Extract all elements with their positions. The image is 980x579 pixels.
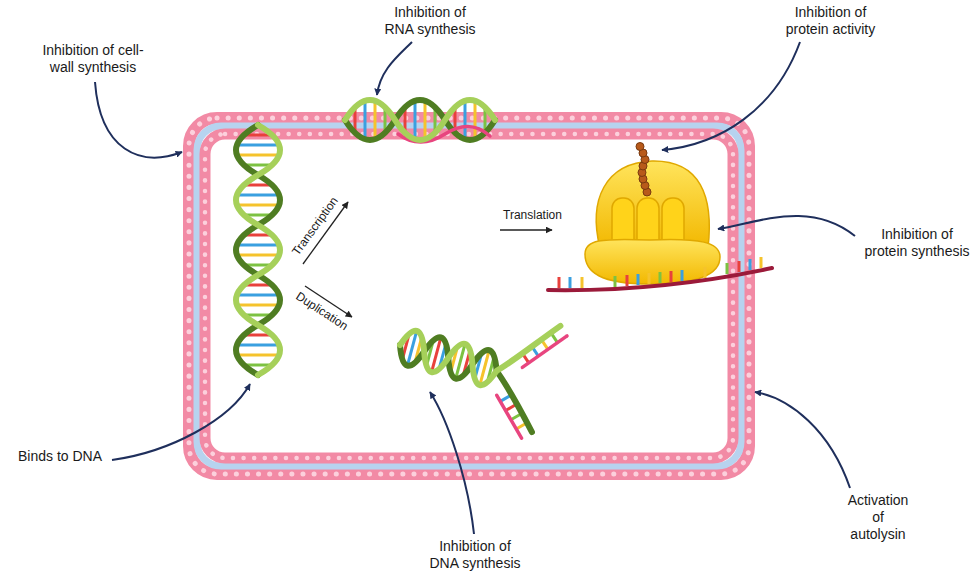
mrna-strand xyxy=(637,274,640,285)
dna-helix xyxy=(237,344,279,347)
mrna-strand xyxy=(738,261,741,272)
dna-helix xyxy=(237,254,279,257)
cell-envelope xyxy=(189,118,749,474)
mechanism-label: Inhibition of protein activity xyxy=(778,4,883,38)
leader-arrow xyxy=(430,392,474,534)
leader-arrow xyxy=(95,42,855,534)
cell-envelope xyxy=(197,126,741,466)
dna-helix xyxy=(237,304,279,307)
transcription-helix xyxy=(474,101,477,139)
leader-arrow xyxy=(718,216,855,236)
transcription-helix xyxy=(414,101,417,139)
mechanism-label: Activation of autolysin xyxy=(843,492,913,543)
mechanism-label: Inhibition of RNA synthesis xyxy=(380,4,480,38)
mrna-strand xyxy=(648,273,651,284)
mrna-strand xyxy=(749,259,752,270)
mrna-strand xyxy=(581,277,584,288)
mrna-strand xyxy=(569,277,572,288)
leader-arrow xyxy=(95,82,182,157)
mrna-strand xyxy=(558,277,561,288)
replication-fork xyxy=(395,287,560,401)
cell-envelope xyxy=(205,134,733,458)
transcription-helix xyxy=(345,100,495,140)
process-label: Translation xyxy=(503,208,562,222)
process-arrow xyxy=(500,229,552,230)
transcription-helix xyxy=(424,101,427,139)
ribosome xyxy=(585,161,720,284)
dna-helix xyxy=(236,125,280,375)
leader-arrow xyxy=(755,392,850,488)
dna-helix xyxy=(237,244,279,247)
leader-arrow xyxy=(662,42,800,150)
dna-helix xyxy=(237,354,279,357)
transcription-helix xyxy=(345,100,495,142)
mrna-strand xyxy=(548,257,772,290)
mechanism-label: Inhibition of DNA synthesis xyxy=(425,538,525,572)
mrna-strand xyxy=(726,263,729,274)
mrna-strand xyxy=(704,267,707,278)
peptide-chain xyxy=(636,143,651,197)
mrna-strand xyxy=(548,268,772,290)
dna-helix xyxy=(237,144,279,147)
mrna-strand xyxy=(760,257,763,268)
ribosome xyxy=(585,239,720,284)
dna-helix xyxy=(237,194,279,197)
transcription-helix xyxy=(374,101,377,139)
dna-helix xyxy=(237,204,279,207)
leader-arrow xyxy=(112,384,250,460)
dna-helix xyxy=(236,125,280,375)
mrna-strand xyxy=(614,276,617,287)
mechanism-label: Inhibition of protein synthesis xyxy=(862,226,972,260)
transcription-helix xyxy=(364,101,367,139)
mrna-strand xyxy=(670,271,673,282)
transcription-helix xyxy=(464,101,467,139)
mrna-strand xyxy=(626,275,629,286)
cell-envelope xyxy=(205,134,733,458)
cell-envelope xyxy=(189,118,749,474)
mechanism-label: Binds to DNA xyxy=(18,448,102,465)
dna-helix xyxy=(236,125,280,375)
mrna-strand xyxy=(659,272,662,283)
dna-helix xyxy=(237,294,279,297)
dna-helix xyxy=(237,154,279,157)
cell-envelope xyxy=(189,118,749,474)
transcription-helix xyxy=(345,100,495,140)
replication-fork xyxy=(385,287,569,443)
peptide-chain xyxy=(636,143,644,151)
leader-arrow xyxy=(377,42,412,95)
mechanism-label: Inhibition of cell-wall synthesis xyxy=(34,42,152,76)
mrna-strand xyxy=(681,270,684,281)
